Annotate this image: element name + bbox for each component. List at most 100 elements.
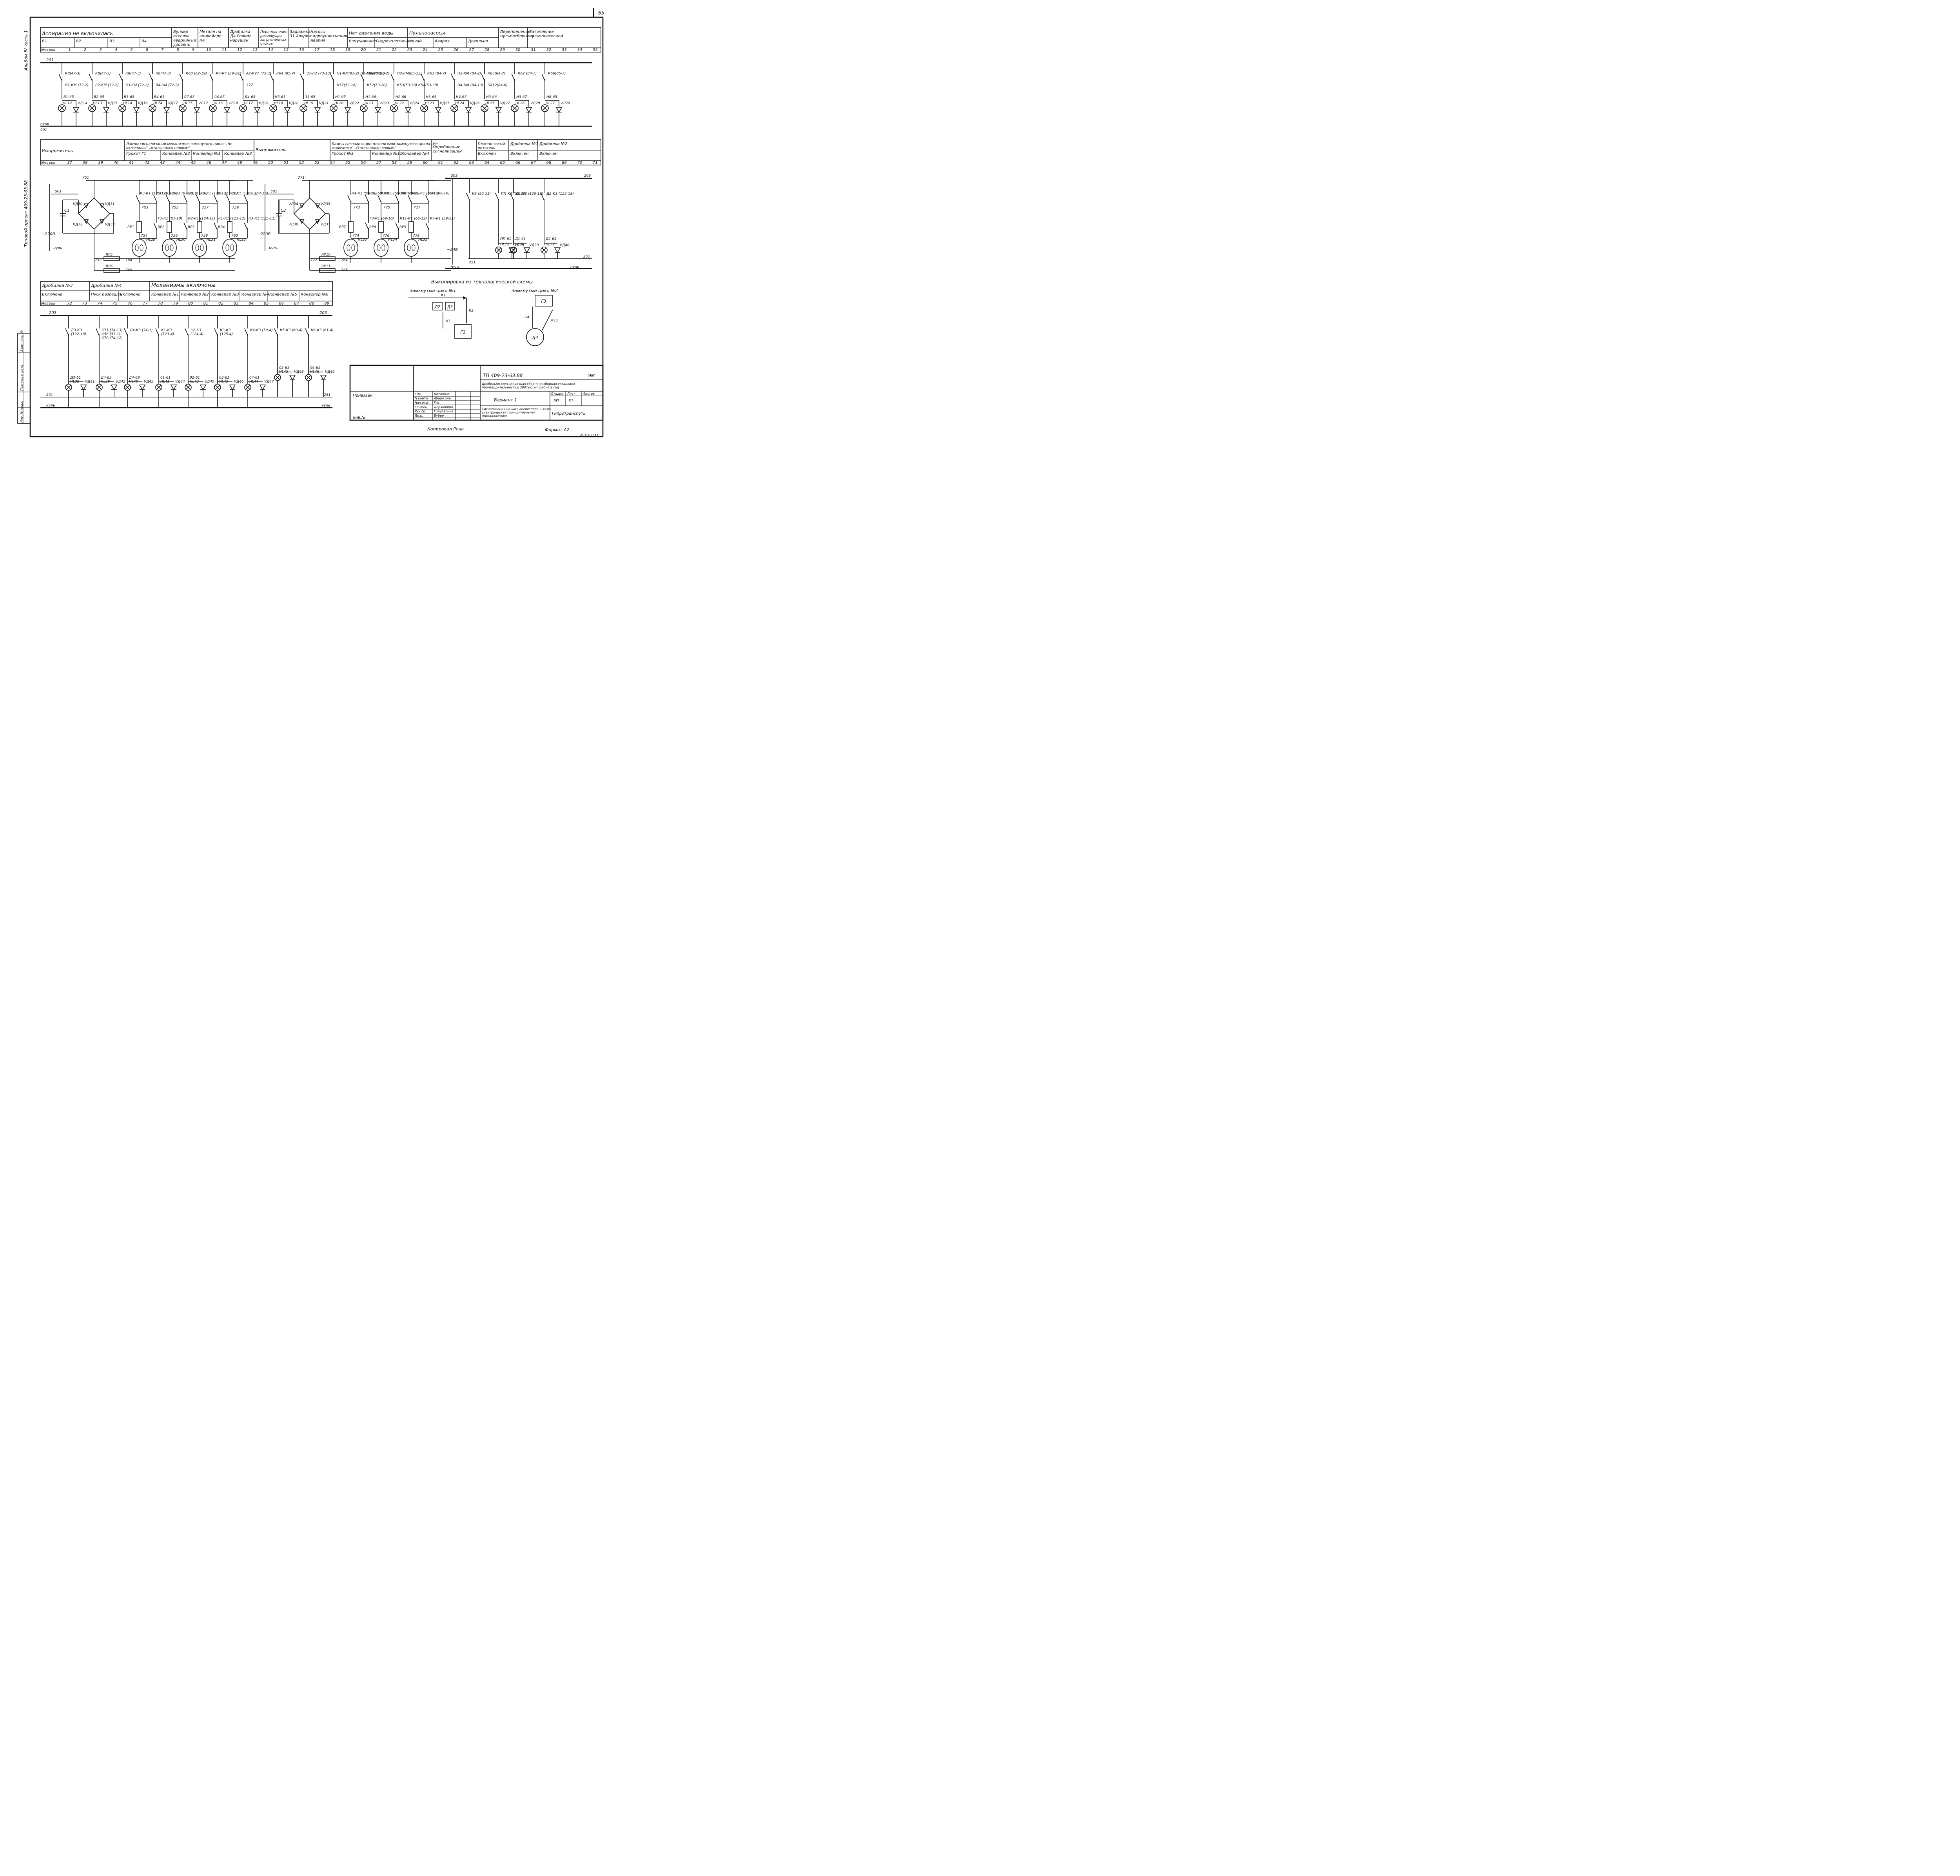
table-header: Лампы сигнализации механизмов замкнутого… bbox=[331, 142, 438, 146]
project-label: Типовой проект 409-23-63.88 bbox=[24, 180, 29, 247]
contact-label: К57(53-16) bbox=[337, 83, 357, 87]
diode bbox=[170, 385, 177, 390]
row-number: 72 bbox=[67, 301, 72, 306]
bus-number: 251 bbox=[46, 393, 53, 397]
contact-label: К70 (74-12) bbox=[102, 336, 123, 340]
table-subheader: Грохот №3 bbox=[332, 152, 354, 156]
table-header: пульпонасосной bbox=[529, 34, 563, 38]
row-number: 68 bbox=[546, 161, 552, 165]
diode-label: VД44 bbox=[175, 380, 185, 384]
row-number: 13 bbox=[252, 48, 258, 52]
node-label: 773 bbox=[353, 206, 360, 210]
bridge-diode bbox=[299, 219, 305, 224]
bridge-diode bbox=[99, 203, 105, 209]
node-label: 31-65 bbox=[305, 95, 315, 99]
contact-blade bbox=[466, 193, 470, 201]
row-number: 21 bbox=[376, 48, 381, 52]
row-number: 43 bbox=[160, 161, 165, 165]
lamp-cross bbox=[512, 105, 517, 111]
row-number: 10 bbox=[206, 48, 211, 52]
null-label: нуль bbox=[46, 404, 55, 408]
table-subheader: В2 bbox=[76, 39, 81, 44]
lamp-cross bbox=[361, 105, 367, 111]
diode-label: VД33 bbox=[105, 223, 115, 227]
diode bbox=[259, 385, 266, 390]
bus-number: 901 bbox=[40, 128, 47, 132]
arrow-label: К11 bbox=[551, 319, 558, 323]
diode-label: VД25 bbox=[440, 102, 450, 105]
table-header: Затопление bbox=[529, 30, 554, 34]
lamp-cross bbox=[180, 105, 185, 111]
node-label: В3-65 bbox=[124, 95, 134, 99]
stamp-col-header: Листов bbox=[583, 392, 595, 396]
lamp-cross bbox=[185, 385, 191, 390]
contact-label: ПП-К1 (58-27) bbox=[501, 192, 526, 196]
contact-blade bbox=[347, 195, 351, 203]
neon-lamp bbox=[162, 239, 177, 257]
row-number: 12 bbox=[237, 48, 242, 52]
contact-label: Н4-КМ (84-13) bbox=[457, 83, 483, 87]
row-number: 58 bbox=[392, 161, 397, 165]
table-header: Выпрямитель bbox=[256, 147, 287, 152]
lamp-label: НL37 bbox=[546, 243, 555, 247]
row-number: 44 bbox=[175, 161, 180, 165]
stamp-drawing-title: (продолжение) bbox=[482, 414, 507, 418]
node-label: 753 bbox=[142, 206, 148, 210]
bus-number: 203 bbox=[584, 174, 591, 178]
stamp-col-header: Лист bbox=[567, 392, 575, 396]
node-label: Н5-65 bbox=[275, 95, 285, 99]
diode-label: VД24 bbox=[410, 102, 419, 105]
contact-label: В4-КМ (72-2) bbox=[156, 83, 179, 87]
diode-label: VД29 bbox=[561, 102, 570, 105]
row-number: 40 bbox=[114, 161, 119, 165]
contact-blade bbox=[196, 195, 200, 203]
bus-number: 203 bbox=[319, 311, 327, 315]
contact-label: К4-К1 (59-11) bbox=[430, 217, 455, 221]
table-subheader: Конвейер №3 bbox=[211, 292, 239, 297]
contact-label: В2-КМ (72-2) bbox=[95, 83, 119, 87]
diode bbox=[523, 247, 530, 253]
lamp-label: НL30 bbox=[176, 238, 186, 242]
contact-label: К8(47-3) bbox=[65, 72, 81, 76]
resistor-label: RР10 bbox=[321, 253, 330, 257]
side-stamp: Инв. № подл. Подпись и дата Взам. инв. № bbox=[17, 330, 31, 424]
diode bbox=[435, 107, 442, 113]
table-header: стоков bbox=[260, 42, 273, 46]
node-label: 755 bbox=[172, 206, 178, 210]
row-number: 42 bbox=[144, 161, 149, 165]
diode-label: VД37 bbox=[321, 223, 330, 227]
stamp-border bbox=[349, 365, 604, 421]
table-subheader: Авария bbox=[434, 39, 450, 44]
lamp-cross bbox=[391, 105, 397, 111]
diode bbox=[320, 375, 327, 381]
contact-blade bbox=[244, 222, 248, 230]
lamp-label: НL36 bbox=[515, 243, 524, 247]
node-label: 757 bbox=[202, 206, 209, 210]
contact-label: В3-КМ (72-2) bbox=[125, 83, 149, 87]
contact-label: К4-К4 (59-19) bbox=[216, 72, 241, 76]
table-header: Задвижка bbox=[290, 30, 310, 34]
lamp-label: НL29 bbox=[146, 238, 156, 242]
contact-blade bbox=[155, 328, 159, 336]
row-number: 29 bbox=[500, 48, 505, 52]
table-subheader: Конвейер №1 bbox=[193, 152, 221, 156]
row-number: 53 bbox=[314, 161, 319, 165]
table-header: Дробилка №4 bbox=[91, 283, 122, 288]
resistor-label: RР9 bbox=[399, 225, 407, 229]
contact-label: Г1-К1 (67-10) bbox=[170, 192, 194, 196]
page-number: 65 bbox=[598, 10, 604, 16]
table-header: Авария bbox=[310, 38, 325, 43]
diode bbox=[525, 107, 532, 113]
contact-blade bbox=[65, 328, 69, 336]
node-label: 501 bbox=[55, 190, 62, 194]
bridge-diode bbox=[83, 203, 89, 209]
stamp-inv: инв.№ bbox=[353, 415, 366, 420]
neon-lamp bbox=[343, 239, 358, 257]
row-number: 1 bbox=[69, 48, 71, 52]
table-header: Механизмы включены bbox=[151, 282, 216, 288]
